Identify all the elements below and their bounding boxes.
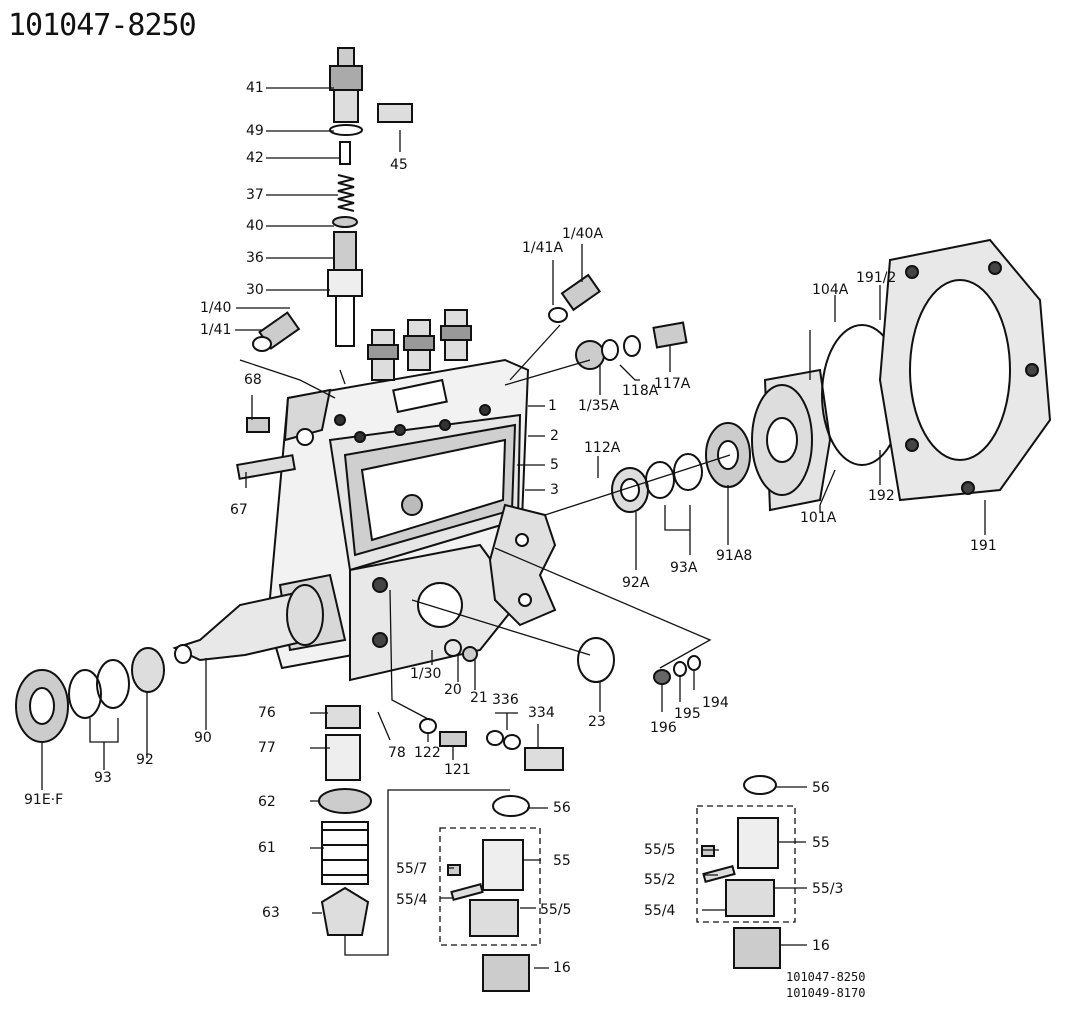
callout-16-right: 16 [812,938,830,954]
callout-1: 1 [548,398,557,414]
callout-55: 55 [553,853,571,869]
callout-5: 5 [550,457,559,473]
callout-55-5: 55/5 [540,902,572,918]
reference-number-1: 101047-8250 [786,970,866,984]
callout-194: 194 [702,695,729,711]
callout-55-7: 55/7 [396,861,428,877]
callout-93a: 93A [670,560,698,576]
callout-336: 336 [492,692,519,708]
callout-55-right: 55 [812,835,830,851]
delivery-valve-holders [367,309,472,381]
callout-45: 45 [390,157,408,173]
callout-41: 41 [246,80,264,96]
callout-78: 78 [388,745,406,761]
callout-121: 121 [444,762,471,778]
callout-1-40: 1/40 [200,300,232,316]
callout-118a: 118A [622,383,659,399]
page-title: 101047-8250 [8,8,197,43]
callout-37: 37 [246,187,264,203]
callout-56: 56 [553,800,571,816]
callout-101a: 101A [800,510,837,526]
callout-93: 93 [94,770,112,786]
callout-196: 196 [650,720,677,736]
callout-1-35a: 1/35A [578,398,620,414]
callout-1-30: 1/30 [410,666,442,682]
callout-56-right: 56 [812,780,830,796]
callout-195: 195 [674,706,701,722]
reference-number-2: 101049-8170 [786,986,866,1000]
callout-3: 3 [550,482,559,498]
callout-61: 61 [258,840,276,856]
callout-68: 68 [244,372,262,388]
callout-16: 16 [553,960,571,976]
callout-192: 192 [868,488,895,504]
callout-1-41a: 1/41A [522,240,564,256]
callout-91a8: 91A8 [716,548,753,564]
callout-40: 40 [246,218,264,234]
callout-92a: 92A [622,575,650,591]
callout-76: 76 [258,705,276,721]
callout-334: 334 [528,705,555,721]
callout-104a: 104A [812,282,849,298]
callout-62: 62 [258,794,276,810]
callout-55-5-right: 55/5 [644,842,676,858]
callout-36: 36 [246,250,264,266]
callout-112a: 112A [584,440,621,456]
callout-2: 2 [550,428,559,444]
callout-55-3: 55/3 [812,881,844,897]
callout-91e-f: 91E·F [24,792,64,808]
callout-1-41: 1/41 [200,322,232,338]
roller-tappet-stack [318,705,777,936]
callout-55-4-right: 55/4 [644,903,676,919]
callout-42: 42 [246,150,264,166]
callout-117a: 117A [654,376,691,392]
callout-30: 30 [246,282,264,298]
callout-1-40a: 1/40A [562,226,604,242]
callout-55-4: 55/4 [396,892,428,908]
callout-49: 49 [246,123,264,139]
callout-122: 122 [414,745,441,761]
delivery-valve-stack [327,47,363,347]
callout-23: 23 [588,714,606,730]
callout-21: 21 [470,690,488,706]
callout-77: 77 [258,740,276,756]
callout-20: 20 [444,682,462,698]
callout-63: 63 [262,905,280,921]
callout-90: 90 [194,730,212,746]
callout-191: 191 [970,538,997,554]
callout-67: 67 [230,502,248,518]
callout-191-2: 191/2 [856,270,897,286]
callout-55-2: 55/2 [644,872,676,888]
callout-92: 92 [136,752,154,768]
